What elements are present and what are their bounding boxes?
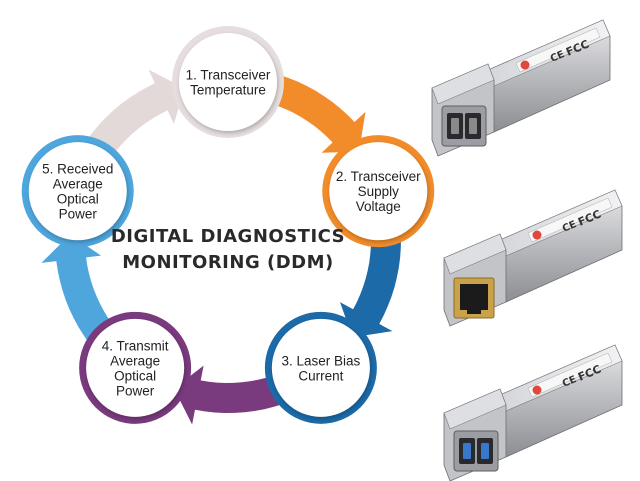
step-5-label-line: Average — [53, 177, 103, 192]
step-circle — [179, 33, 277, 131]
cycle-arrow-3 — [174, 365, 293, 425]
cycle-arrow-4 — [41, 234, 119, 352]
step-5-label-line: Optical — [57, 192, 99, 207]
port-housing-top — [443, 388, 507, 430]
cycle-arrow-1 — [262, 72, 366, 153]
brand-logo-icon — [520, 60, 530, 70]
step-4-label-line: Optical — [114, 368, 156, 383]
step-4-label-line: Average — [110, 353, 160, 368]
step-2-label-line: 2. Transceiver — [336, 169, 421, 184]
cycle-arrows — [41, 69, 401, 425]
step-3-label-line: Current — [298, 368, 343, 383]
step-5-label-line: 5. Received — [42, 162, 113, 177]
brand-logo-icon — [532, 230, 542, 240]
ce-mark: CE — [561, 374, 578, 390]
port-housing-top — [431, 63, 495, 105]
step-circle — [329, 142, 428, 241]
lc-ferrule-icon — [481, 443, 489, 459]
lc-ferrule-icon — [469, 118, 477, 134]
step-3-label-line: 3. Laser Bias — [281, 353, 360, 368]
rj45-latch-slot — [467, 308, 481, 314]
step-2-label-line: Voltage — [356, 199, 401, 214]
title-line-2: MONITORING (DDM) — [122, 252, 333, 273]
cycle-arrow-2 — [340, 227, 401, 338]
ce-mark: CE — [561, 219, 578, 235]
module-label — [527, 352, 613, 398]
lc-ferrule-icon — [451, 118, 459, 134]
ce-mark: CE — [549, 49, 566, 65]
lc-ferrule-icon — [463, 443, 471, 459]
cycle-arrow-5 — [81, 69, 185, 165]
brand-logo-icon — [532, 385, 542, 395]
module-label — [527, 197, 613, 243]
step-circle — [28, 142, 127, 241]
step-2-label-line: Supply — [358, 184, 400, 199]
title-line-1: DIGITAL DIAGNOSTICS — [111, 226, 345, 247]
step-1-label-line: 1. Transceiver — [186, 68, 271, 83]
module-label — [515, 27, 601, 73]
step-4-label-line: Power — [116, 383, 155, 398]
diagram-title: DIGITAL DIAGNOSTICS MONITORING (DDM) — [111, 226, 345, 273]
step-4-label-line: 4. Transmit — [102, 338, 169, 353]
step-1-label-line: Temperature — [190, 83, 266, 98]
step-circle — [271, 318, 370, 417]
port-housing-top — [443, 233, 507, 275]
step-5-label-line: Power — [59, 207, 98, 222]
rj45-opening — [460, 284, 488, 310]
step-circle — [86, 318, 185, 417]
